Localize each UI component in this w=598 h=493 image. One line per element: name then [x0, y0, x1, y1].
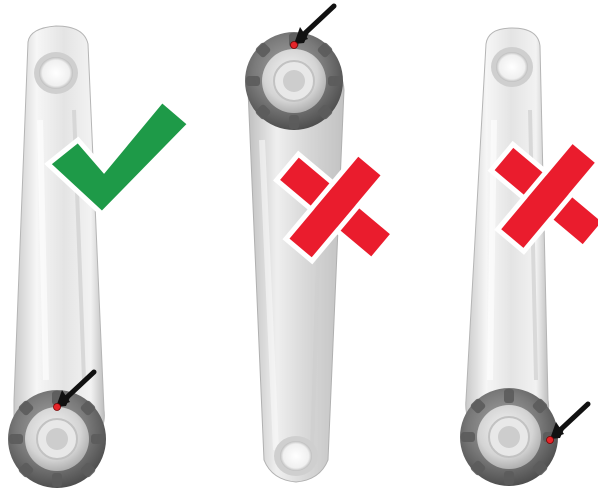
marker-arrow-right — [550, 404, 588, 439]
marker-dot-middle — [291, 42, 298, 49]
marker-dot-left — [54, 404, 61, 411]
crank-arm-left — [14, 26, 104, 446]
crank-bolt-right — [460, 388, 558, 486]
marker-dot-right — [547, 437, 554, 444]
